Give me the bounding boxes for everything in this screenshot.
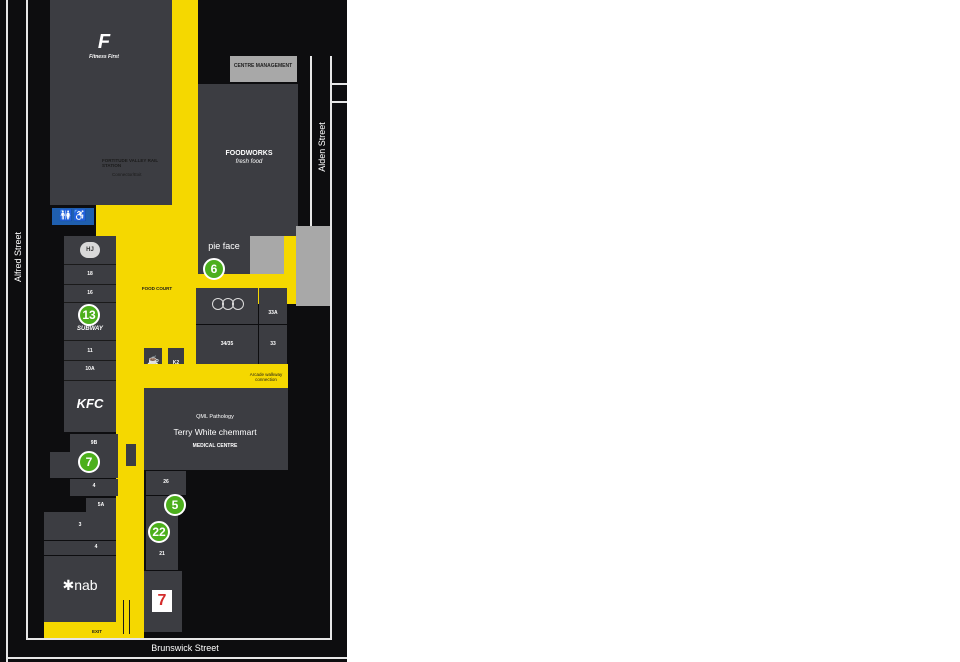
brunswick-street-label: Brunswick Street [151, 643, 219, 653]
fitness-first-tenancy[interactable] [50, 0, 172, 205]
station-connector-label: FORTITUDE VALLEY RAIL STATION [102, 158, 159, 169]
fitness-first-label: Fitness First [89, 54, 119, 60]
unit-11-label: 11 [87, 348, 93, 354]
coffee-cup-icon: ☕ [147, 356, 160, 367]
unit-3-label: 3 [78, 522, 82, 528]
walkway-arcade [190, 364, 288, 388]
unit-4b-label: 4 [94, 544, 98, 550]
unit-26[interactable] [146, 471, 186, 495]
unit-21-label: 21 [159, 551, 165, 557]
shopping-centre-map: F Fitness First 🚻♿ CENTRE MANAGEMENT FOO… [0, 0, 347, 662]
hungry-jacks-logo: HJ [80, 242, 100, 258]
unit-3[interactable] [44, 512, 116, 540]
alden-street-service-area [296, 226, 330, 306]
walkway-entrance-brunswick [44, 622, 144, 638]
brunswick-exit-label: EXIT [91, 629, 102, 634]
alden-street-line-right [330, 56, 332, 640]
unit-4a[interactable] [70, 479, 118, 496]
nab-star-icon: ✱ [62, 577, 75, 593]
marker-6[interactable]: 6 [203, 258, 225, 280]
foodworks-tenancy[interactable] [198, 84, 298, 236]
escalator-line-1 [123, 600, 124, 634]
unit-33[interactable] [259, 325, 287, 364]
alfred-street-line-outer [6, 0, 8, 662]
unit-10a-label: 10A [85, 366, 95, 372]
unit-34-35-label: 34/35 [220, 341, 234, 347]
medical-centre-label: MEDICAL CENTRE [192, 443, 238, 449]
divider-6 [64, 380, 116, 381]
nab-label: ✱nab [44, 577, 116, 593]
foodworks-label: FOODWORKS [225, 150, 273, 157]
seven-eleven-logo: 7 [152, 590, 172, 612]
terry-white-chemmart-tenancy[interactable] [144, 388, 288, 470]
brunswick-street-line-bottom [6, 657, 347, 659]
divider-4 [64, 340, 116, 341]
centre-management-label: CENTRE MANAGEMENT [233, 63, 293, 69]
subway-label: SUBWAY [77, 326, 103, 332]
terry-white-label: Terry White chemmart [173, 427, 257, 437]
unit-5a[interactable] [86, 498, 116, 512]
walkway-east-notch [284, 226, 298, 304]
unit-9b-label: 9B [90, 440, 98, 446]
loading-area [250, 236, 284, 274]
alfred-street-line-inner [26, 0, 28, 640]
marker-22[interactable]: 22 [148, 521, 170, 543]
unit-4b[interactable] [44, 541, 116, 555]
circle-logo-3 [232, 298, 244, 310]
fitness-first-logo: F [97, 31, 111, 53]
divider-3 [64, 302, 116, 303]
nab-tenancy[interactable] [44, 556, 116, 622]
unit-26-label: 26 [163, 479, 169, 485]
walkway-arcade-cut [144, 364, 192, 388]
unit-33a[interactable] [259, 288, 287, 324]
food-court-label: FOOD COURT [141, 286, 173, 291]
unit-16-label: 16 [87, 290, 93, 296]
pathology-label: QML Pathology [196, 414, 234, 420]
marker-5[interactable]: 5 [164, 494, 186, 516]
kiosk-k2-label: K2 [172, 360, 180, 366]
alden-street-line-left [310, 56, 312, 226]
alden-street-label: Alden Street [317, 122, 327, 172]
unit-33a-label: 33A [268, 310, 278, 316]
arcade-note-label: Arcade walkway connection [249, 372, 283, 383]
kiosk-vertical[interactable] [126, 444, 136, 466]
unit-34-35[interactable] [196, 325, 258, 364]
alden-street-line-top [330, 83, 347, 85]
centre-management-office [230, 56, 297, 82]
alden-street-line-top2 [330, 101, 347, 103]
unit-18-label: 18 [87, 271, 93, 277]
divider-5 [64, 360, 116, 361]
brunswick-street-line-top [26, 638, 332, 640]
escalator-line-2 [129, 600, 130, 634]
unit-9b[interactable] [70, 434, 118, 452]
kfc-label: KFC [76, 396, 104, 411]
unit-4a-label: 4 [92, 483, 96, 489]
divider-1 [64, 264, 116, 265]
foodworks-sub-label: fresh food [235, 159, 263, 165]
marker-7[interactable]: 7 [78, 451, 100, 473]
toilets-sign: 🚻♿ [52, 208, 94, 225]
marker-13[interactable]: 13 [78, 304, 100, 326]
food-court-left-strip [64, 236, 116, 432]
alfred-street-label: Alfred Street [13, 231, 23, 283]
main-walkway-lower [116, 390, 144, 638]
station-connector-sub-label: Connector/Exit [112, 172, 142, 177]
unit-5a-label: 5A [97, 502, 105, 508]
toilet-icon: 🚻♿ [59, 210, 87, 222]
divider-2 [64, 284, 116, 285]
unit-33-label: 33 [270, 341, 276, 347]
pie-face-label: pie face [208, 241, 240, 251]
nab-text: nab [74, 577, 98, 593]
